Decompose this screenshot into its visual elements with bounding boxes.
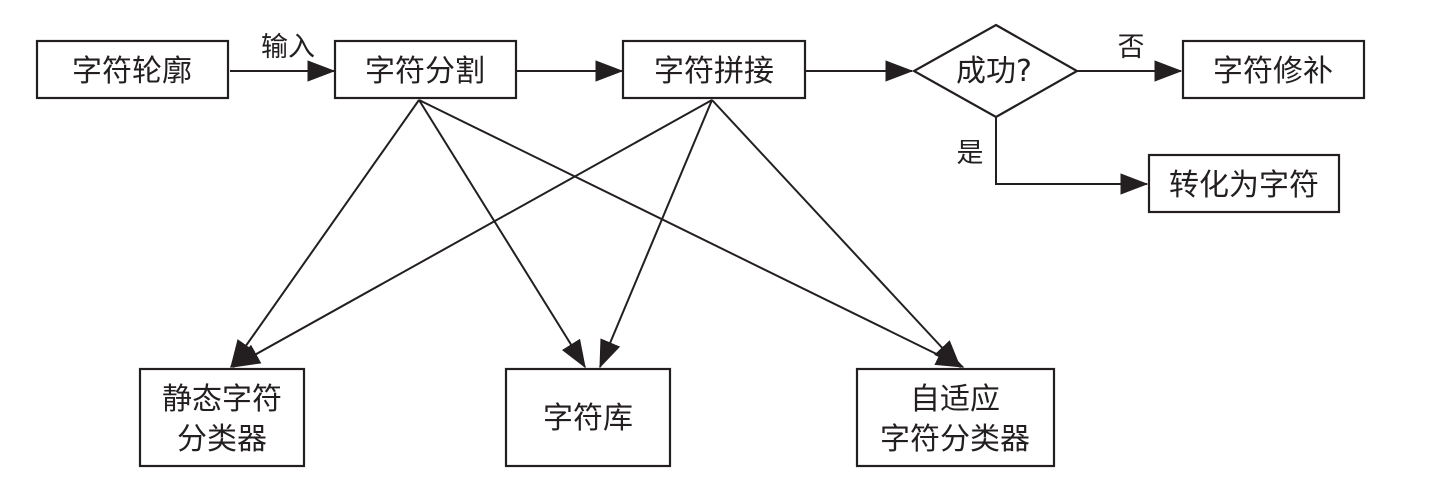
node-char-lib-label: 字符库	[543, 401, 633, 436]
edge-splice-to-static-classifier	[231, 99, 713, 368]
edges	[230, 60, 1183, 369]
node-success-decision: 成功?	[911, 23, 1080, 119]
node-success-label: 成功?	[956, 54, 1032, 89]
edge-segment-to-char-lib	[418, 99, 586, 369]
node-repair-label: 字符修补	[1213, 54, 1333, 89]
node-repair: 字符修补	[1181, 39, 1366, 100]
edge-label-no: 否	[1118, 32, 1145, 63]
edge-label-input: 输入	[261, 32, 315, 63]
node-splice: 字符拼接	[621, 39, 807, 100]
node-adaptive-classifier: 自适应 字符分类器	[855, 367, 1056, 468]
edge-splice-to-char-lib	[599, 99, 713, 369]
node-static-classifier-line1: 静态字符	[162, 382, 282, 417]
edge-splice-to-adaptive-classifier	[711, 99, 961, 369]
node-static-classifier: 静态字符 分类器	[138, 367, 306, 468]
node-char-lib: 字符库	[504, 367, 672, 468]
edge-segment-to-adaptive-classifier	[418, 99, 965, 368]
edge-segment-to-static-classifier	[230, 99, 420, 369]
node-segment-label: 字符分割	[365, 54, 485, 89]
node-convert-label: 转化为字符	[1169, 168, 1319, 203]
edge-success-to-convert	[995, 117, 1149, 195]
node-adaptive-classifier-line1: 自适应	[910, 382, 1000, 417]
node-adaptive-classifier-line2: 字符分类器	[880, 422, 1030, 457]
node-segment: 字符分割	[333, 39, 518, 100]
node-static-classifier-line2: 分类器	[177, 422, 267, 457]
node-contour-label: 字符轮廓	[72, 54, 192, 89]
node-convert: 转化为字符	[1147, 153, 1341, 214]
edge-label-yes: 是	[957, 138, 984, 169]
node-contour: 字符轮廓	[35, 39, 230, 100]
node-splice-label: 字符拼接	[654, 54, 774, 89]
